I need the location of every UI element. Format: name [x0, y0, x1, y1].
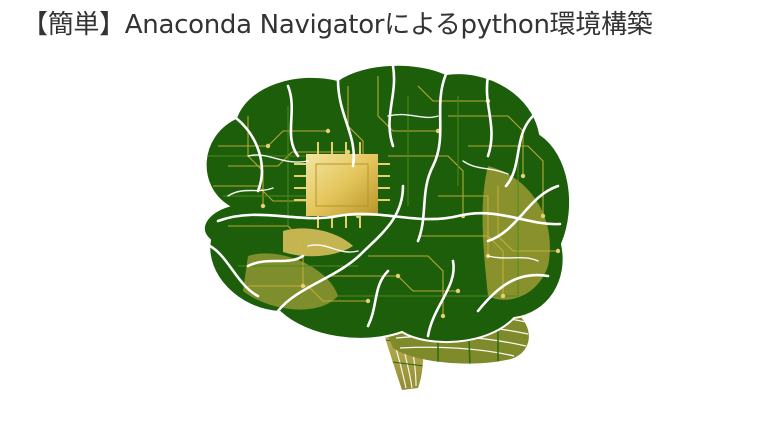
- circuit-brain-icon: [203, 63, 572, 390]
- hero-image: [188, 56, 582, 392]
- article-title: 【簡単】Anaconda Navigatorによるpython環境構築: [22, 10, 653, 40]
